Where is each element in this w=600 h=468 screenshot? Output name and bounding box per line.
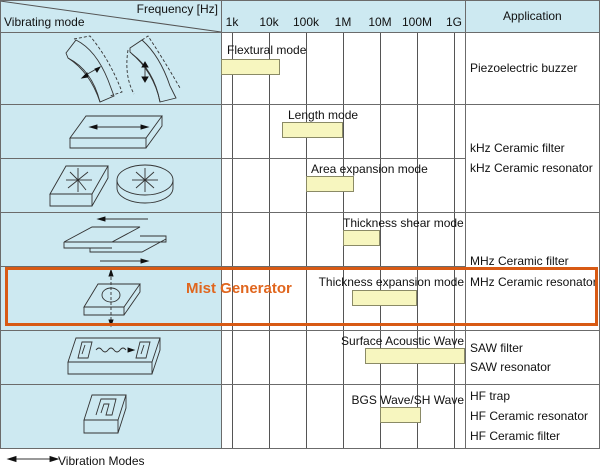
tick-label: 1k (225, 15, 239, 29)
row-divider (0, 266, 465, 267)
frequency-range-bar (380, 407, 421, 423)
application-hf-ceramic-resonator: HF Ceramic resonator (470, 409, 589, 423)
application-hf-ceramic-filter: HF Ceramic filter (470, 429, 561, 443)
saw-icon (67, 337, 161, 375)
mode-label-length: Length mode (288, 108, 359, 122)
frequency-axis-label: Frequency [Hz] (136, 2, 218, 16)
frequency-range-bar (352, 290, 417, 306)
thickness-shear-icon (63, 216, 167, 264)
row-divider (0, 212, 600, 213)
area-expansion-icon (49, 164, 174, 207)
length-plate-icon (69, 115, 163, 149)
grid-line (454, 32, 455, 448)
frequency-range-bar (343, 230, 380, 246)
header-bottom-border (0, 32, 600, 33)
header-row (0, 0, 600, 32)
frequency-range-bar (281, 122, 343, 138)
application-column-border (465, 0, 466, 449)
bgs-wave-icon (83, 394, 127, 434)
thickness-expansion-icon (83, 268, 141, 328)
vibrating-mode-header: Vibrating mode (4, 15, 85, 29)
tick-label: 10k (259, 15, 279, 29)
application-saw-filter: SAW filter (470, 341, 523, 355)
flexural-bending-icon (65, 35, 181, 103)
tick-label: 100k (292, 15, 320, 29)
row-divider (0, 104, 600, 105)
grid-line (417, 32, 418, 448)
table-top-border (0, 0, 600, 1)
application-header: Application (503, 9, 562, 23)
application-khz-ceramic-filter: kHz Ceramic filter (470, 141, 565, 155)
application-mhz-ceramic-filter: MHz Ceramic filter (470, 254, 569, 268)
application-hf-trap: HF trap (470, 389, 511, 403)
mode-label-bgs: BGS Wave/SH Wave (351, 393, 464, 407)
mode-column (0, 32, 221, 448)
header-diagonal-line (0, 0, 222, 33)
table-left-border (0, 0, 1, 449)
tick-label: 10M (368, 15, 392, 29)
mode-label-thickness-expansion: Thickness expansion mode (318, 275, 464, 289)
application-khz-ceramic-resonator: kHz Ceramic resonator (470, 161, 593, 175)
table-bottom-border (0, 448, 600, 449)
mode-label-saw: Surface Acoustic Wave (341, 334, 464, 348)
grid-line (380, 32, 381, 448)
frequency-range-bar (306, 176, 355, 192)
mode-column-border (221, 0, 222, 449)
legend-label: Vibration Modes (58, 454, 145, 468)
frequency-range-bar (221, 59, 281, 75)
tick-label: 1M (334, 15, 352, 29)
application-saw-resonator: SAW resonator (470, 360, 551, 374)
mist-generator-label: Mist Generator (186, 280, 292, 297)
application-piezoelectric-buzzer: Piezoelectric buzzer (470, 61, 578, 75)
row-divider (0, 158, 465, 159)
frequency-range-bar (365, 348, 465, 364)
application-mhz-ceramic-resonator: MHz Ceramic resonator (470, 275, 597, 289)
vibration-mode-arrow-icon (6, 455, 60, 463)
mode-label-area-expansion: Area expansion mode (311, 162, 428, 176)
row-divider (0, 384, 600, 385)
mist-generator-highlight-box (5, 267, 598, 326)
tick-label: 100M (401, 15, 433, 29)
tick-label: 1G (445, 15, 463, 29)
mode-label-flexural: Flextural mode (227, 43, 307, 57)
grid-line (269, 32, 270, 448)
grid-line (232, 32, 233, 448)
mode-label-thickness-shear: Thickness shear mode (343, 216, 464, 230)
row-divider (0, 330, 600, 331)
grid-line (306, 32, 307, 448)
